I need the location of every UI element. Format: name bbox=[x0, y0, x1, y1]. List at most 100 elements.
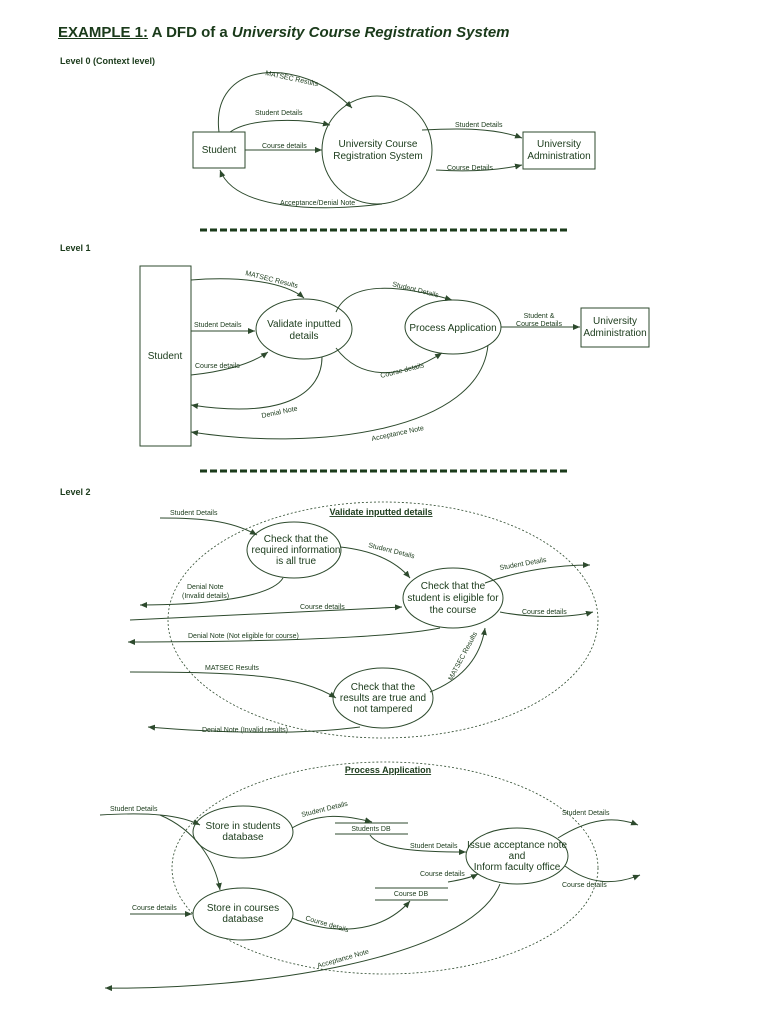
level0-flow-student-details-label: Student Details bbox=[255, 110, 303, 117]
check-results-process[interactable] bbox=[332, 667, 434, 729]
level0-flow-acceptance-label: Acceptance/Denial Note bbox=[280, 200, 355, 207]
l2-flow-c3-c2 bbox=[429, 627, 487, 693]
level0-student-entity[interactable] bbox=[192, 131, 246, 169]
p-flow-cdb-issue-label: Course details bbox=[420, 871, 465, 878]
p-flow-in-student-courses bbox=[159, 814, 222, 891]
level1-flow-out-label-1: Student & bbox=[524, 313, 555, 320]
l2-flow-in-matsec-label: MATSEC Results bbox=[205, 665, 259, 672]
p-flow-in-student bbox=[99, 813, 201, 826]
p-flow-in-course-label: Course details bbox=[132, 905, 177, 912]
process-boundary bbox=[171, 761, 599, 975]
level0-flow-out-student bbox=[421, 128, 523, 139]
l2-flow-denial-invalid-label-1: Denial Note bbox=[187, 584, 224, 591]
level1-flow-vp-course bbox=[335, 347, 443, 374]
level1-flow-vp-student-label: Student Details bbox=[392, 281, 440, 299]
level1-admin-label-1: University bbox=[593, 316, 637, 327]
l2-flow-out-course-label: Course details bbox=[522, 609, 567, 616]
level0-admin-label-2: Administration bbox=[527, 151, 590, 162]
issue-acceptance-process[interactable] bbox=[465, 827, 569, 885]
p-flow-cdb-issue bbox=[447, 873, 479, 883]
level1-student-entity[interactable] bbox=[139, 265, 192, 447]
level1-flow-denial bbox=[190, 356, 323, 410]
p-flow-acceptance bbox=[104, 883, 501, 992]
level1-process-label: Process Application bbox=[409, 323, 496, 334]
level0-flow-acceptance bbox=[219, 169, 383, 209]
level0-flow-out-course bbox=[435, 163, 523, 172]
process-title: Process Application bbox=[345, 765, 431, 775]
title-prefix: EXAMPLE 1: bbox=[58, 24, 149, 41]
title-middle: A DFD of a bbox=[148, 24, 232, 41]
l2-flow-c1-c2 bbox=[339, 546, 411, 579]
l2-flow-in-student bbox=[159, 517, 258, 536]
level1-flow-denial-label: Denial Note bbox=[261, 405, 298, 419]
l2-flow-denial-results bbox=[147, 724, 361, 733]
check-required-info-label-2: required information bbox=[252, 545, 341, 556]
level0-flow-out-course-label: Course Details bbox=[447, 165, 493, 172]
level0-admin-label-1: University bbox=[537, 139, 581, 150]
level0-flow-course-details-label: Course details bbox=[262, 143, 307, 150]
level1-flow-course-details-label: Course details bbox=[195, 363, 240, 370]
level0-admin-entity[interactable] bbox=[522, 131, 596, 170]
level0-heading: Level 0 (Context level) bbox=[60, 56, 155, 66]
level1-student-label: Student bbox=[148, 351, 183, 362]
level1-flow-matsec bbox=[190, 278, 305, 299]
check-results-label-2: results are true and bbox=[340, 693, 426, 704]
level1-admin-entity[interactable] bbox=[580, 307, 650, 348]
level1-flow-acceptance-label: Acceptance Note bbox=[371, 425, 425, 443]
level1-flow-course-details bbox=[190, 351, 269, 376]
check-required-info-label-1: Check that the bbox=[264, 534, 329, 545]
store-students-label-1: Store in students bbox=[205, 821, 280, 832]
l2-flow-denial-eligible-label: Denial Note (Not eligible for course) bbox=[188, 633, 299, 640]
level0-system-process[interactable] bbox=[321, 95, 433, 205]
store-students-process[interactable] bbox=[192, 805, 294, 859]
l2-flow-out-student bbox=[484, 562, 591, 584]
l2-flow-c1-c2-label: Student Details bbox=[368, 542, 416, 560]
validate-title: Validate inputted details bbox=[329, 507, 432, 517]
p-flow-acceptance-label: Acceptance Note bbox=[317, 948, 370, 969]
p-flow-sdb-issue bbox=[369, 834, 467, 855]
level1-flow-student-details-label: Student Details bbox=[194, 322, 242, 329]
l2-flow-denial-eligible bbox=[127, 627, 441, 645]
level0-flow-matsec-label: MATSEC Results bbox=[265, 70, 320, 88]
check-results-label-3: not tampered bbox=[354, 704, 413, 715]
check-required-info-process[interactable] bbox=[246, 521, 342, 579]
level1-flow-matsec-label: MATSEC Results bbox=[245, 270, 300, 290]
store-courses-label-1: Store in courses bbox=[207, 903, 279, 914]
issue-acceptance-label-1: Issue acceptance note bbox=[467, 840, 568, 851]
students-db-label: Students DB bbox=[351, 826, 391, 833]
level0-system-label-2: Registration System bbox=[333, 151, 422, 162]
level1-validate-process[interactable] bbox=[255, 298, 353, 360]
check-eligibility-label-2: student is eligible for bbox=[407, 593, 499, 604]
check-eligibility-label-3: the course bbox=[430, 605, 477, 616]
l2-flow-out-student-label: Student Details bbox=[499, 557, 547, 572]
check-eligibility-process[interactable] bbox=[402, 567, 504, 629]
l2-flow-in-matsec bbox=[129, 671, 337, 699]
title-system: University Course Registration System bbox=[231, 24, 510, 41]
p-flow-out-course-label: Course details bbox=[562, 882, 607, 889]
check-required-info-label-3: is all true bbox=[276, 556, 316, 567]
level1-validate-label-1: Validate inputted bbox=[267, 319, 341, 330]
p-flow-to-cdb bbox=[291, 900, 411, 930]
level0-system-label-1: University Course bbox=[339, 139, 418, 150]
level0-flow-matsec bbox=[217, 71, 353, 133]
level1-flow-acceptance bbox=[190, 344, 489, 440]
store-courses-process[interactable] bbox=[192, 887, 294, 941]
level1-validate-label-2: details bbox=[290, 331, 319, 342]
p-flow-in-student-label: Student Details bbox=[110, 806, 158, 813]
l2-flow-in-course-label: Course details bbox=[300, 604, 345, 611]
validate-boundary bbox=[167, 501, 599, 739]
level1-admin-label-2: Administration bbox=[583, 328, 646, 339]
level1-flow-vp-student bbox=[335, 287, 453, 313]
p-flow-to-sdb bbox=[291, 815, 373, 829]
l2-flow-denial-invalid bbox=[139, 577, 284, 608]
p-flow-out-course bbox=[564, 865, 641, 883]
store-courses-label-2: database bbox=[222, 914, 264, 925]
l2-flow-out-course bbox=[499, 610, 594, 617]
issue-acceptance-label-2: and bbox=[509, 851, 526, 862]
l2-flow-denial-results-label: Denial Note (Invalid results) bbox=[202, 727, 288, 734]
page-title: EXAMPLE 1: A DFD of a University Course … bbox=[58, 24, 510, 41]
l2-flow-in-student-label: Student Details bbox=[170, 510, 218, 517]
level1-flow-out-label-2: Course Details bbox=[516, 321, 562, 328]
p-flow-out-student bbox=[557, 819, 639, 839]
